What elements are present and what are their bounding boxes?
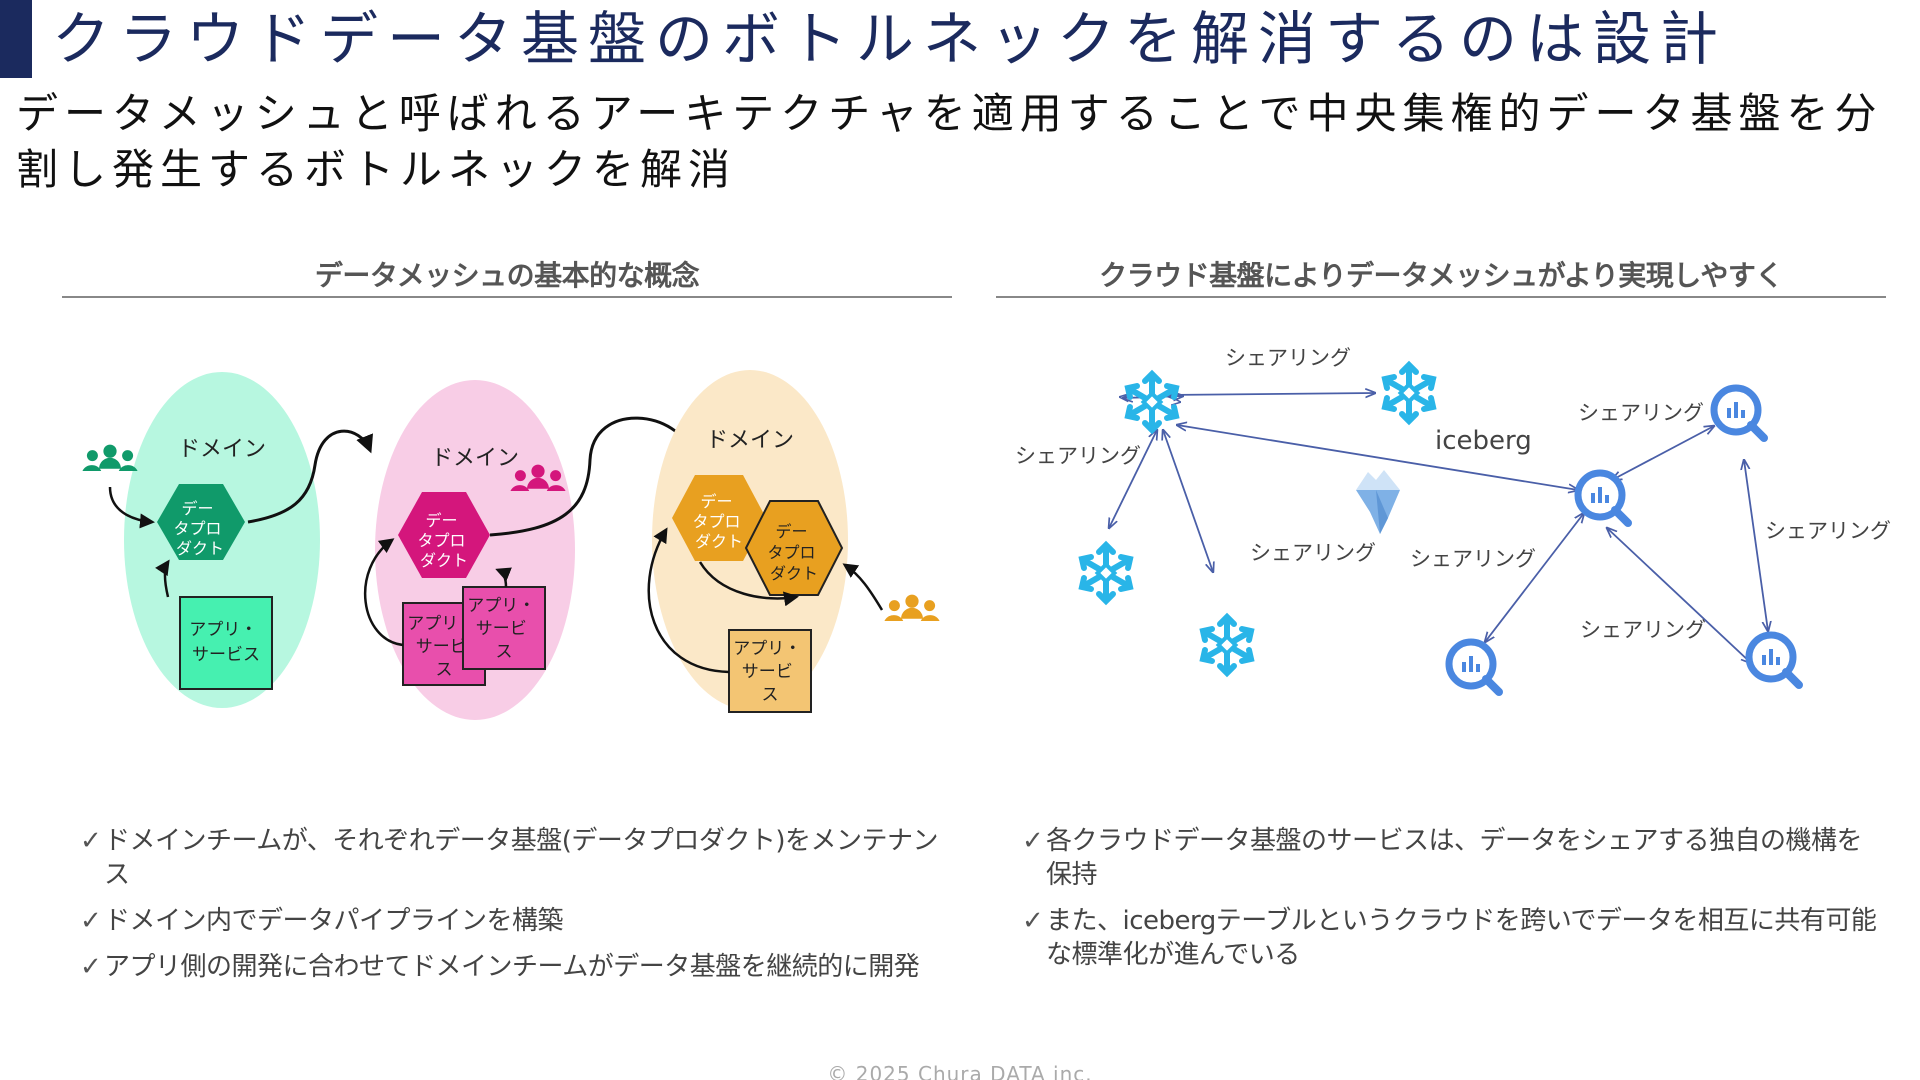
- bigquery-icon: [1578, 473, 1628, 523]
- bigquery-icon: [1714, 388, 1764, 438]
- domain-1-data-product-label: デー タプロ ダクト: [173, 499, 226, 558]
- edge-sf-top-to-sf-right: [1165, 393, 1375, 395]
- bigquery-icon: [1449, 642, 1499, 692]
- domain-1-app-service-label: アプリ・ サービス: [189, 620, 262, 665]
- section-heading-data-mesh: データメッシュの基本的な概念: [314, 259, 700, 292]
- sharing-label: シェアリング: [1250, 541, 1376, 565]
- sharing-labels: シェアリング シェアリング シェアリング シェアリング シェアリング シェアリン…: [1015, 346, 1891, 642]
- sharing-label: シェアリング: [1578, 401, 1704, 425]
- domain-2-app-service-box: [462, 586, 546, 670]
- domain-2: ドメイン デー タプロ ダクト アプリ・ サービ ス アプリ・ サービ ス: [363, 380, 575, 720]
- edge-sf-top-to-sf-left: [1109, 430, 1157, 528]
- snowflake-icon: [1385, 365, 1433, 421]
- domain-3-label: ドメイン: [706, 428, 794, 453]
- domain-3-data-product-hexagon: [672, 475, 766, 561]
- bigquery-icon: [1749, 635, 1799, 685]
- bullet-text: また、icebergテーブルというクラウドを跨いでデータを相互に共有可能な標準化…: [1046, 906, 1877, 970]
- bullet-item: ✓各クラウドデータ基盤のサービスは、データをシェアする独自の機構を保持: [1022, 824, 1882, 892]
- edge-sf-top-to-sf-bottom: [1163, 430, 1213, 572]
- bullet-text: 各クラウドデータ基盤のサービスは、データをシェアする独自の機構を保持: [1046, 826, 1863, 890]
- domain-3-data-product-label: デー タプロ ダクト: [692, 492, 745, 551]
- sharing-label: シェアリング: [1410, 547, 1536, 571]
- flow-arrow-domain1-to-domain2: [247, 429, 373, 524]
- domain-1-label: ドメイン: [178, 437, 266, 462]
- bullet-item: ✓ドメイン内でデータパイプラインを構築: [80, 904, 960, 938]
- domain-3-data-product-label-2: デー タプロ ダクト: [767, 522, 820, 583]
- check-icon: ✓: [80, 906, 102, 936]
- domain-1: ドメイン デー タプロ ダクト アプリ・ サービス: [82, 372, 320, 708]
- data-mesh-diagram: ドメイン デー タプロ ダクト アプリ・ サービス ドメイン デー: [82, 370, 940, 720]
- edge-bq-top-right-to-bq-bottom-right: [1744, 460, 1768, 631]
- domain-3-app-service-label: アプリ・ サービ ス: [733, 639, 806, 705]
- sharing-label: シェアリング: [1225, 346, 1351, 370]
- iceberg-icon: [1356, 470, 1400, 534]
- snowflake-icon: [1082, 545, 1130, 601]
- iceberg-label: iceberg: [1435, 426, 1532, 456]
- domain-3-app-service-box: [728, 629, 812, 713]
- sharing-label: シェアリング: [1765, 519, 1891, 543]
- bullet-item: ✓アプリ側の開発に合わせてドメインチームがデータ基盤を継続的に開発: [80, 950, 960, 984]
- sharing-label: シェアリング: [1580, 618, 1706, 642]
- cloud-sharing-diagram: iceberg シェアリング シェアリング シェアリング シェアリング シェアリ…: [1015, 346, 1891, 730]
- domain-2-label: ドメイン: [431, 446, 519, 471]
- sharing-label: シェアリング: [1015, 444, 1141, 468]
- section-rule-right: [996, 296, 1886, 298]
- domain-2-app-service-label: アプリ・ サービ ス: [467, 596, 540, 662]
- snowflake-icon: [1203, 617, 1251, 673]
- edge-sf-top-to-bq-center: [1177, 425, 1578, 490]
- bullet-text: アプリ側の開発に合わせてドメインチームがデータ基盤を継続的に開発: [104, 952, 920, 982]
- bullets-cloud-platform: ✓各クラウドデータ基盤のサービスは、データをシェアする独自の機構を保持✓また、i…: [1022, 824, 1882, 984]
- domain-3-team-icon: [884, 594, 940, 621]
- domain-2-data-product-label: デー タプロ ダクト: [417, 511, 470, 570]
- bullets-data-mesh: ✓ドメインチームが、それぞれデータ基盤(データプロダクト)をメンテナンス✓ドメイ…: [80, 824, 960, 996]
- domain-3: ドメイン デー タプロ ダクト デー タプロ ダクト アプリ・ サービ ス: [647, 370, 940, 713]
- check-icon: ✓: [80, 826, 102, 856]
- bullet-item: ✓また、icebergテーブルというクラウドを跨いでデータを相互に共有可能な標準…: [1022, 904, 1882, 972]
- domain-1-app-service-box: [179, 596, 273, 690]
- bullet-item: ✓ドメインチームが、それぞれデータ基盤(データプロダクト)をメンテナンス: [80, 824, 960, 892]
- check-icon: ✓: [80, 952, 102, 982]
- edges-visible: [1109, 393, 1768, 663]
- domain-1-data-product-hexagon: [157, 484, 245, 560]
- section-heading-cloud-platform: クラウド基盤によりデータメッシュがより実現しやすく: [1099, 259, 1783, 292]
- snowflake-icon: [1128, 374, 1176, 430]
- domain-2-app-service-label-back: アプリ・ サービ ス: [407, 614, 480, 680]
- check-icon: ✓: [1022, 826, 1044, 856]
- edge-bq-center-to-bq-bottom-left: [1485, 513, 1584, 642]
- domain-2-data-product-hexagon: [398, 492, 490, 578]
- edge-bq-center-to-bq-bottom-right: [1607, 528, 1751, 663]
- title-accent-bar: [0, 0, 32, 78]
- check-icon: ✓: [1022, 906, 1044, 936]
- slide-subtitle: データメッシュと呼ばれるアーキテクチャを適用することで中央集権的データ基盤を分割…: [16, 89, 1883, 194]
- section-rule-left: [62, 296, 952, 298]
- slide-title: クラウドデータ基盤のボトルネックを解消するのは設計: [52, 5, 1728, 73]
- domain-3-data-product-hexagon-2: [744, 500, 844, 596]
- domain-1-team-icon: [82, 444, 138, 471]
- bullet-text: ドメインチームが、それぞれデータ基盤(データプロダクト)をメンテナンス: [104, 826, 939, 890]
- edge-bq-center-to-bq-top-right: [1612, 426, 1714, 480]
- bullet-text: ドメイン内でデータパイプラインを構築: [104, 906, 564, 936]
- footer-copyright: © 2025 Chura DATA inc.: [827, 1062, 1093, 1080]
- flow-arrow-domain2-to-domain3: [489, 416, 697, 537]
